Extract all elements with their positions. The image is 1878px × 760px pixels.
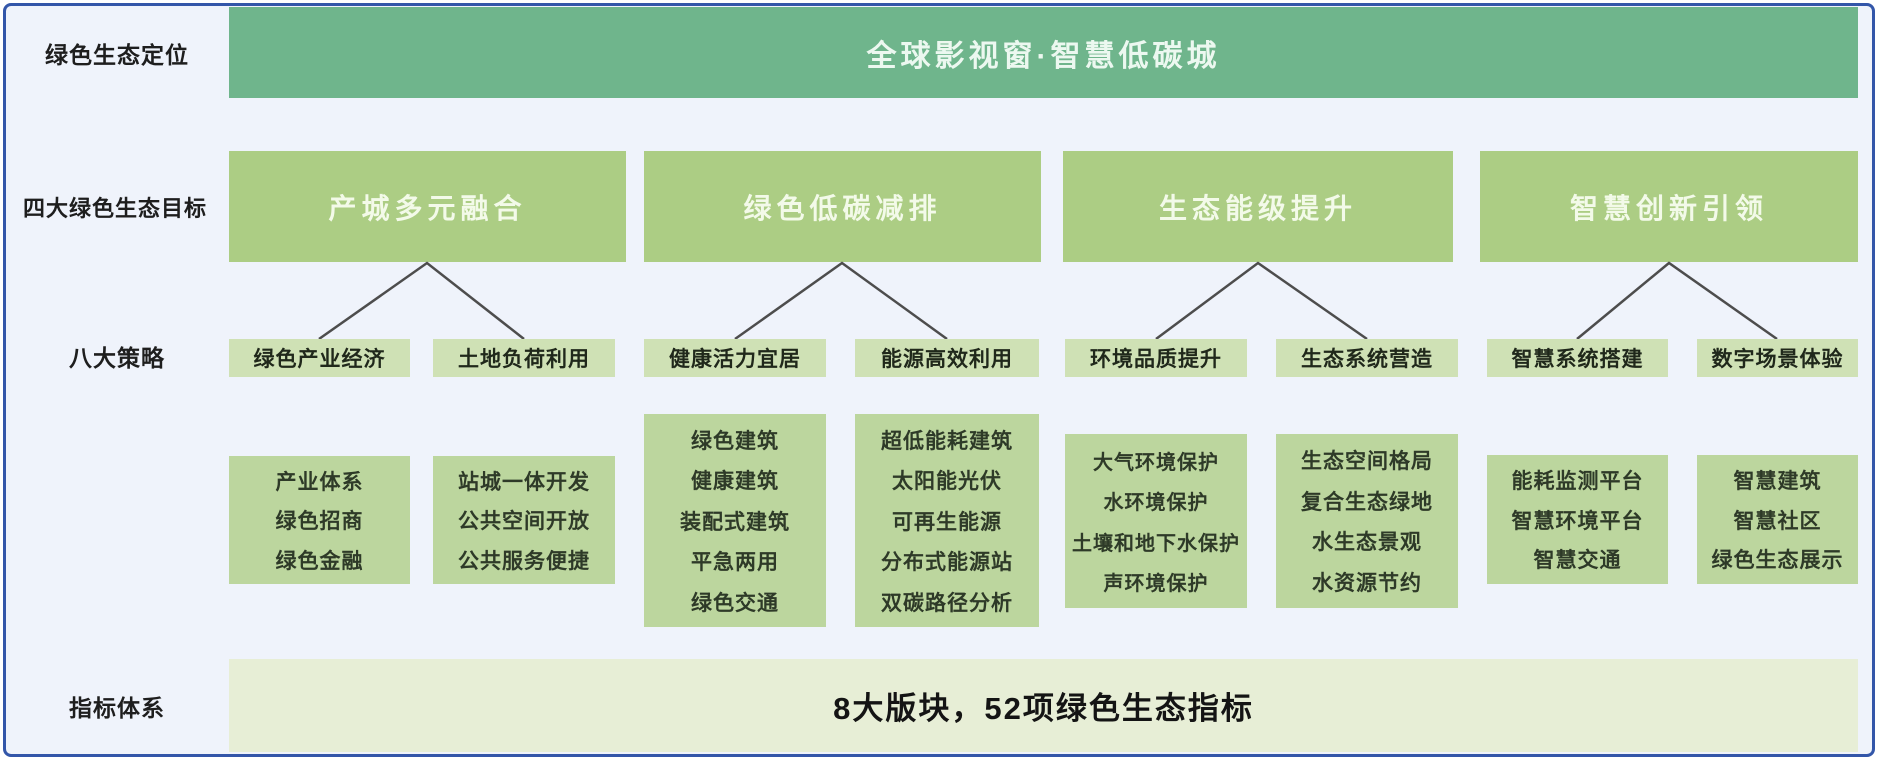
detail-item: 双碳路径分析: [881, 591, 1013, 615]
detail-item: 公共服务便捷: [458, 549, 590, 573]
detail-item: 大气环境保护: [1093, 451, 1219, 474]
detail-item: 复合生态绿地: [1301, 490, 1433, 514]
strategy-box-green-industry-economy: 绿色产业经济: [229, 339, 410, 377]
detail-item: 声环境保护: [1103, 573, 1209, 596]
strategy-box-land-load-utilization: 土地负荷利用: [433, 339, 615, 377]
detail-item: 绿色金融: [275, 549, 364, 573]
detail-item: 超低能耗建筑: [881, 429, 1013, 453]
row-label-goals: 四大绿色生态目标: [22, 195, 207, 221]
detail-item: 绿色生态展示: [1711, 549, 1844, 573]
detail-box-station-city: 站城一体开发 公共空间开放 公共服务便捷: [433, 456, 615, 584]
detail-item: 智慧交通: [1533, 549, 1622, 573]
positioning-banner: 全球影视窗·智慧低碳城: [229, 7, 1858, 98]
detail-item: 产业体系: [275, 470, 364, 494]
strategy-box-ecosystem-building: 生态系统营造: [1276, 339, 1458, 377]
detail-item: 智慧社区: [1733, 509, 1822, 533]
goal-box-industry-city-integration: 产城多元融合: [229, 151, 626, 262]
detail-box-environment-protection: 大气环境保护 水环境保护 土壤和地下水保护 声环境保护: [1065, 434, 1247, 608]
detail-box-low-energy: 超低能耗建筑 太阳能光伏 可再生能源 分布式能源站 双碳路径分析: [855, 414, 1039, 627]
row-label-strategies: 八大策略: [69, 345, 165, 371]
detail-item: 智慧环境平台: [1511, 509, 1644, 533]
detail-item: 水资源节约: [1312, 572, 1422, 596]
detail-item: 公共空间开放: [458, 510, 590, 533]
detail-item: 可再生能源: [892, 510, 1002, 534]
detail-box-monitoring-platform: 能耗监测平台 智慧环境平台 智慧交通: [1487, 455, 1668, 584]
strategy-box-energy-efficiency: 能源高效利用: [855, 339, 1039, 377]
detail-item: 生态空间格局: [1301, 449, 1433, 473]
detail-item: 智慧建筑: [1733, 469, 1822, 493]
detail-item: 健康建筑: [691, 470, 779, 493]
detail-item: 分布式能源站: [881, 551, 1013, 574]
detail-item: 能耗监测平台: [1511, 469, 1644, 493]
detail-item: 水环境保护: [1103, 492, 1209, 515]
row-label-positioning: 绿色生态定位: [45, 42, 189, 68]
detail-item: 站城一体开发: [458, 470, 590, 494]
detail-item: 平急两用: [691, 551, 779, 574]
detail-item: 水生态景观: [1312, 531, 1422, 555]
row-label-indicators: 指标体系: [69, 694, 165, 721]
detail-box-green-building: 绿色建筑 健康建筑 装配式建筑 平急两用 绿色交通: [644, 414, 826, 627]
goal-box-ecology-level: 生态能级提升: [1063, 151, 1453, 262]
detail-box-ecology-space: 生态空间格局 复合生态绿地 水生态景观 水资源节约: [1276, 434, 1458, 608]
detail-item: 绿色交通: [691, 591, 779, 615]
diagram-frame: [3, 3, 1875, 757]
strategy-box-digital-scene: 数字场景体验: [1697, 339, 1858, 377]
detail-box-industry-system: 产业体系 绿色招商 绿色金融: [229, 456, 410, 584]
goal-box-green-low-carbon: 绿色低碳减排: [644, 151, 1041, 262]
strategy-box-smart-system: 智慧系统搭建: [1487, 339, 1668, 377]
detail-item: 装配式建筑: [680, 510, 790, 534]
goal-box-smart-innovation: 智慧创新引领: [1480, 151, 1858, 262]
detail-item: 绿色招商: [275, 510, 364, 533]
indicator-banner: 8大版块，52项绿色生态指标: [229, 659, 1858, 752]
strategy-box-environment-quality: 环境品质提升: [1065, 339, 1247, 377]
detail-item: 绿色建筑: [691, 429, 779, 453]
detail-item: 土壤和地下水保护: [1072, 532, 1240, 555]
detail-item: 太阳能光伏: [892, 470, 1002, 493]
detail-box-smart-building: 智慧建筑 智慧社区 绿色生态展示: [1697, 455, 1858, 584]
strategy-box-healthy-vital-living: 健康活力宜居: [644, 339, 826, 377]
